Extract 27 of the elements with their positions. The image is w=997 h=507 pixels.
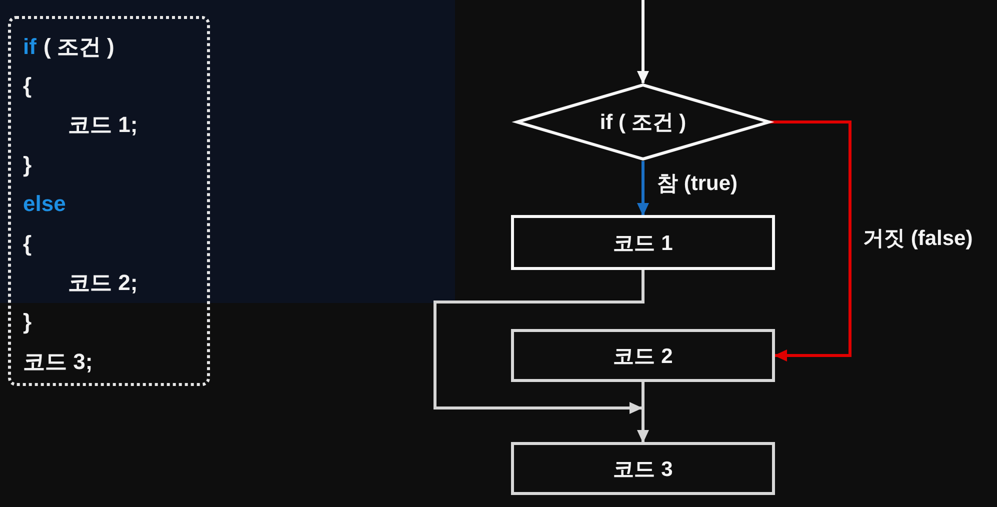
arrow xyxy=(434,270,644,414)
arrow xyxy=(637,408,649,443)
code-line: } xyxy=(23,152,32,177)
arrow xyxy=(769,120,852,362)
process-box xyxy=(511,329,775,382)
arrow xyxy=(637,161,649,216)
process-box xyxy=(511,215,775,270)
edge-label: 거짓 (false) xyxy=(861,226,975,252)
arrow xyxy=(637,0,649,84)
step-text: 코드 3 xyxy=(613,456,673,482)
process-box xyxy=(511,442,775,495)
step-text: 코드 1 xyxy=(613,230,673,256)
decision-diamond xyxy=(512,83,774,161)
code-line: 코드 3; xyxy=(23,350,93,374)
condition-text: if ( 조건 ) xyxy=(600,110,686,136)
code-panel xyxy=(8,16,210,386)
code-line: { xyxy=(23,74,32,98)
code-keyword: if xyxy=(23,34,36,59)
step-text: 코드 2 xyxy=(613,344,673,370)
code-line: 코드 2; xyxy=(68,270,138,296)
code-line: } xyxy=(23,310,32,335)
edge-label: 참 (true) xyxy=(655,171,740,196)
code-line: ( 조건 ) xyxy=(43,34,114,59)
connector-line xyxy=(642,382,644,408)
code-keyword: else xyxy=(23,192,66,216)
code-line: { xyxy=(23,232,32,256)
code-line: 코드 1; xyxy=(68,113,138,138)
